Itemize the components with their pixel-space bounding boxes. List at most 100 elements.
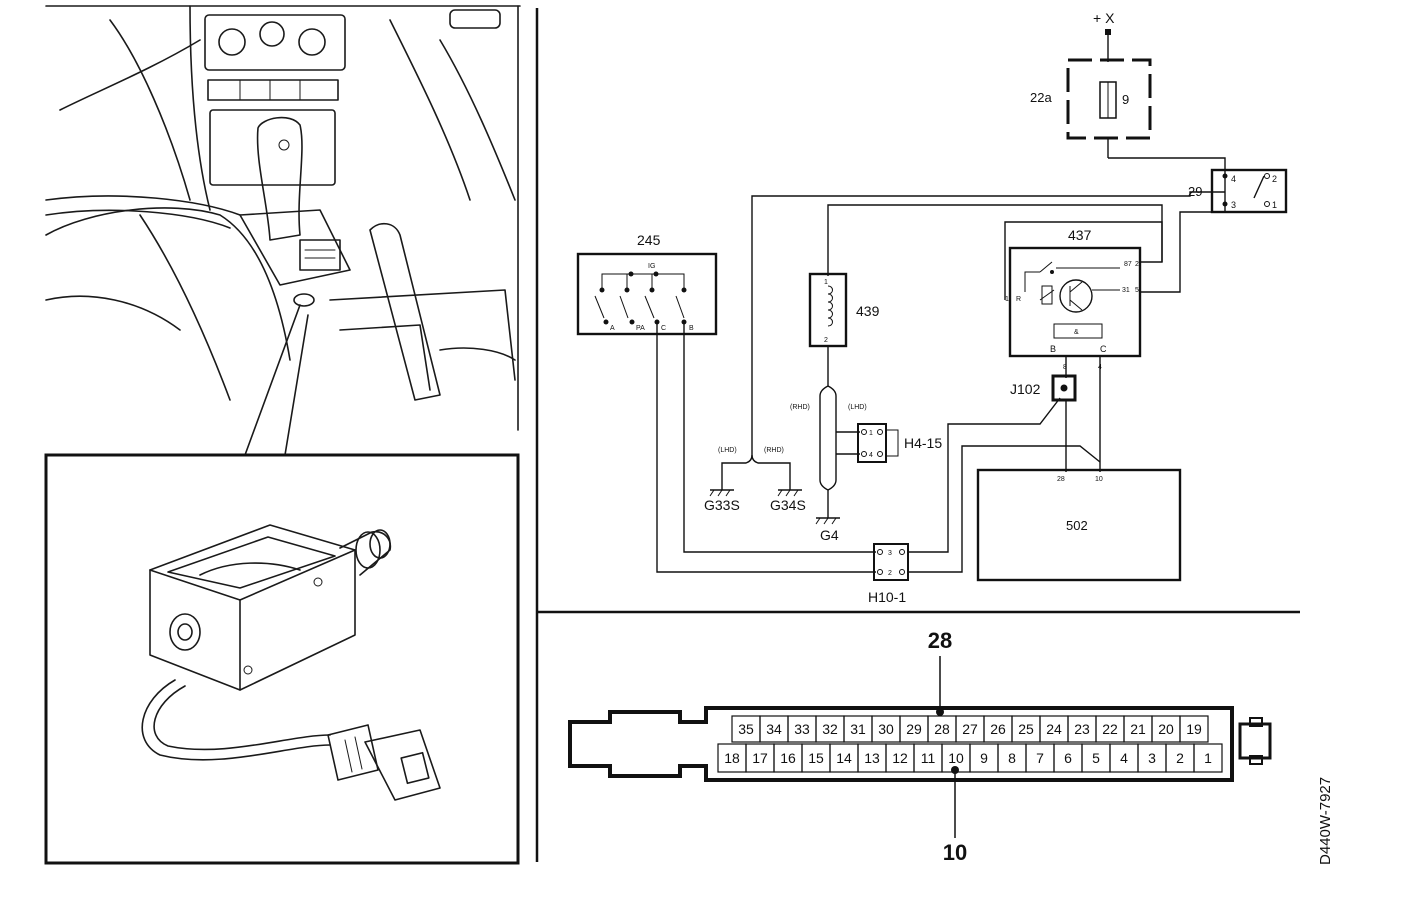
ecu-pin-28: 28 [1057,476,1065,483]
connector-pin-18: 18 [724,750,740,766]
g34s-label: G34S [770,497,806,513]
ecu-502 [976,468,1182,582]
connector-pin-3: 3 [1148,750,1156,766]
solenoid-439-label: 439 [856,303,880,319]
connector-pin-1: 1 [1204,750,1212,766]
fuse-label: 9 [1122,92,1129,107]
lhd-label: (LHD) [718,447,737,454]
fuse-box-label: 22a [1030,90,1052,105]
callout-pin-10: 10 [943,840,967,865]
connector-pin-14: 14 [836,750,852,766]
switch-contact-a: A [610,325,615,332]
connector-pin-13: 13 [864,750,880,766]
connector-h10-1 [873,543,909,581]
switch-contact-c: C [661,325,666,332]
module-437-pin-31: 31 [1122,287,1130,294]
connector-pin-8: 8 [1008,750,1016,766]
connector-pin-5: 5 [1092,750,1100,766]
connector-pin-2: 2 [1176,750,1184,766]
module-437-and-gate [1053,323,1103,339]
relay-29-pin-3: 3 [1231,200,1236,210]
ground-g4-symbol [815,510,840,525]
h10-1-pin-2: 2 [888,570,892,577]
interior-sketch [45,5,521,456]
connector-pin-23: 23 [1074,721,1090,737]
h10-1-label: H10-1 [868,589,906,605]
relay-29-pin-2-dot [1264,173,1270,179]
shift-lock-solenoid-sketch [141,524,441,801]
relay-29-pin-1-dot [1264,201,1270,207]
connector-pin-20: 20 [1158,721,1174,737]
module-437-transistor [1059,279,1093,313]
connector-pin-cell [1179,715,1209,743]
connector-pin-4: 4 [1120,750,1128,766]
ecu-pin-10: 10 [1095,476,1103,483]
relay-29-pin-4-dot [1222,173,1228,179]
connector-pin-9: 9 [980,750,988,766]
rhd-left-label: (RHD) [790,404,810,411]
connector-pin-17: 17 [752,750,768,766]
gear-switch-245-ig: IG [648,263,655,270]
and-gate-symbol: & [1074,329,1079,336]
ecu-502-label: 502 [1066,518,1088,533]
h10-1-pin-3: 3 [888,550,892,557]
supply-terminal [1105,29,1111,35]
connector-pin-27: 27 [962,721,978,737]
connector-pin-15: 15 [808,750,824,766]
connector-pin-25: 25 [1018,721,1034,737]
supply-label: + X [1093,10,1115,26]
ground-g33s-symbol [709,480,734,497]
drawing-id: D440W-7927 [1317,777,1334,865]
junction-j102-dot [1060,384,1068,392]
connector-pin-12: 12 [892,750,908,766]
h4-15-pin-4: 4 [869,452,873,459]
module-437-out-8: 8 [1063,364,1067,371]
h4-15-pin-1: 1 [869,430,873,437]
relay-29-pin-4: 4 [1231,174,1236,184]
switch-contact-pa: PA [636,325,645,332]
rhd-label: (RHD) [764,447,784,454]
connector-pin-32: 32 [822,721,838,737]
ground-g34s-symbol [777,480,802,497]
module-437-pin-2: 2 [1135,261,1139,268]
connector-row-top: 35 34 33 32 31 30 29 28 27 26 25 24 23 22 21 20 19 [731,715,1209,743]
relay-29-pin-1: 1 [1272,200,1277,210]
module-437-pin-5: 5 [1135,287,1139,294]
j102-label: J102 [1010,381,1041,397]
module-437-out-b: B [1050,344,1056,354]
gear-switch-245 [576,252,718,336]
solenoid-pin-2: 2 [824,337,828,344]
connector-pin-22: 22 [1102,721,1118,737]
connector-pin-35: 35 [738,721,754,737]
fuse-box-22a [1066,58,1152,140]
connector-pin-30: 30 [878,721,894,737]
module-437-pin-r: R [1016,296,1021,303]
relay-29 [1210,168,1288,214]
connector-pin-29: 29 [906,721,922,737]
callout-pin-28: 28 [928,628,952,653]
connector-pin-33: 33 [794,721,810,737]
connector-h4-15 [857,423,887,463]
g4-label: G4 [820,527,839,543]
connector-pin-24: 24 [1046,721,1062,737]
connector-pin-28: 28 [934,721,950,737]
module-437-out-c: C [1100,344,1107,354]
connector-pin-21: 21 [1130,721,1146,737]
connector-pin-26: 26 [990,721,1006,737]
connector-pin-10: 10 [948,750,964,766]
connector-pin-34: 34 [766,721,782,737]
module-437-label: 437 [1068,227,1092,243]
connector-pin-cell [1193,743,1223,773]
callout-10-dot [951,766,959,774]
module-437 [1008,246,1142,358]
connector-pin-31: 31 [850,721,866,737]
module-437-pin-87: 87 [1124,261,1132,268]
module-437-pin-1: 1 [1005,296,1009,303]
g33s-label: G33S [704,497,740,513]
relay-29-pin-2: 2 [1272,174,1277,184]
connector-pin-11: 11 [921,750,936,766]
connector-pin-19: 19 [1186,721,1202,737]
h4-15-label: H4-15 [904,435,942,451]
